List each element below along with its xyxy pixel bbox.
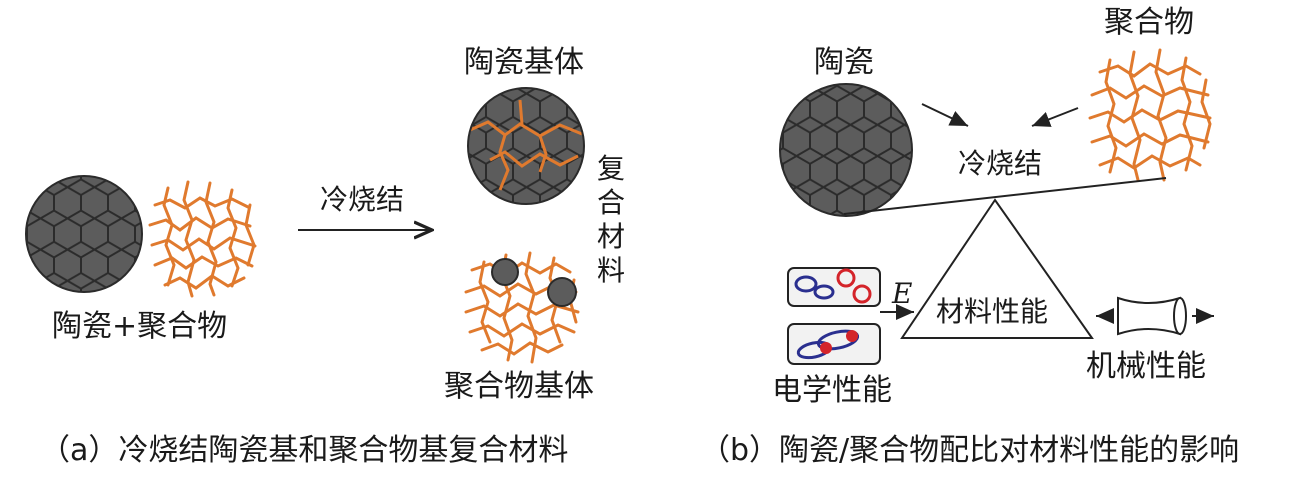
ceramic-polymer-label: 陶瓷+聚合物 (52, 309, 228, 344)
ceramic-particle-b (779, 83, 913, 217)
balance-scale (843, 177, 1167, 339)
polymer-network-a (148, 180, 257, 298)
sintering-label-a: 冷烧结 (320, 183, 405, 216)
polymer-network-b (1088, 48, 1212, 182)
polymer-label-b: 聚合物 (1104, 5, 1194, 40)
polymer-matrix-label: 聚合物基体 (444, 369, 594, 404)
caption-b: （b）陶瓷/聚合物配比对材料性能的影响 (700, 433, 1240, 468)
ceramic-to-sintering-arrow (921, 103, 969, 127)
ceramic-label-b: 陶瓷 (814, 45, 874, 80)
ceramic-particle-a (25, 175, 143, 293)
electrical-cell-top (787, 267, 881, 307)
caption-a: （a）冷烧结陶瓷基和聚合物基复合材料 (40, 433, 569, 468)
material-properties-label: 材料性能 (936, 295, 1049, 328)
polymer-to-sintering-arrow (1031, 107, 1079, 127)
mechanical-specimen (1117, 296, 1187, 336)
electric-field-label: E (892, 277, 913, 310)
sintering-label-b: 冷烧结 (958, 147, 1043, 180)
ceramic-matrix-composite (467, 87, 585, 205)
ceramic-matrix-label: 陶瓷基体 (464, 45, 584, 80)
polymer-matrix-composite (464, 251, 580, 364)
electrical-cell-bottom (787, 323, 881, 365)
electrical-properties-label: 电学性能 (772, 373, 892, 408)
mechanical-properties-label: 机械性能 (1086, 349, 1206, 384)
composite-vertical-label: 复合材料 (596, 152, 625, 287)
